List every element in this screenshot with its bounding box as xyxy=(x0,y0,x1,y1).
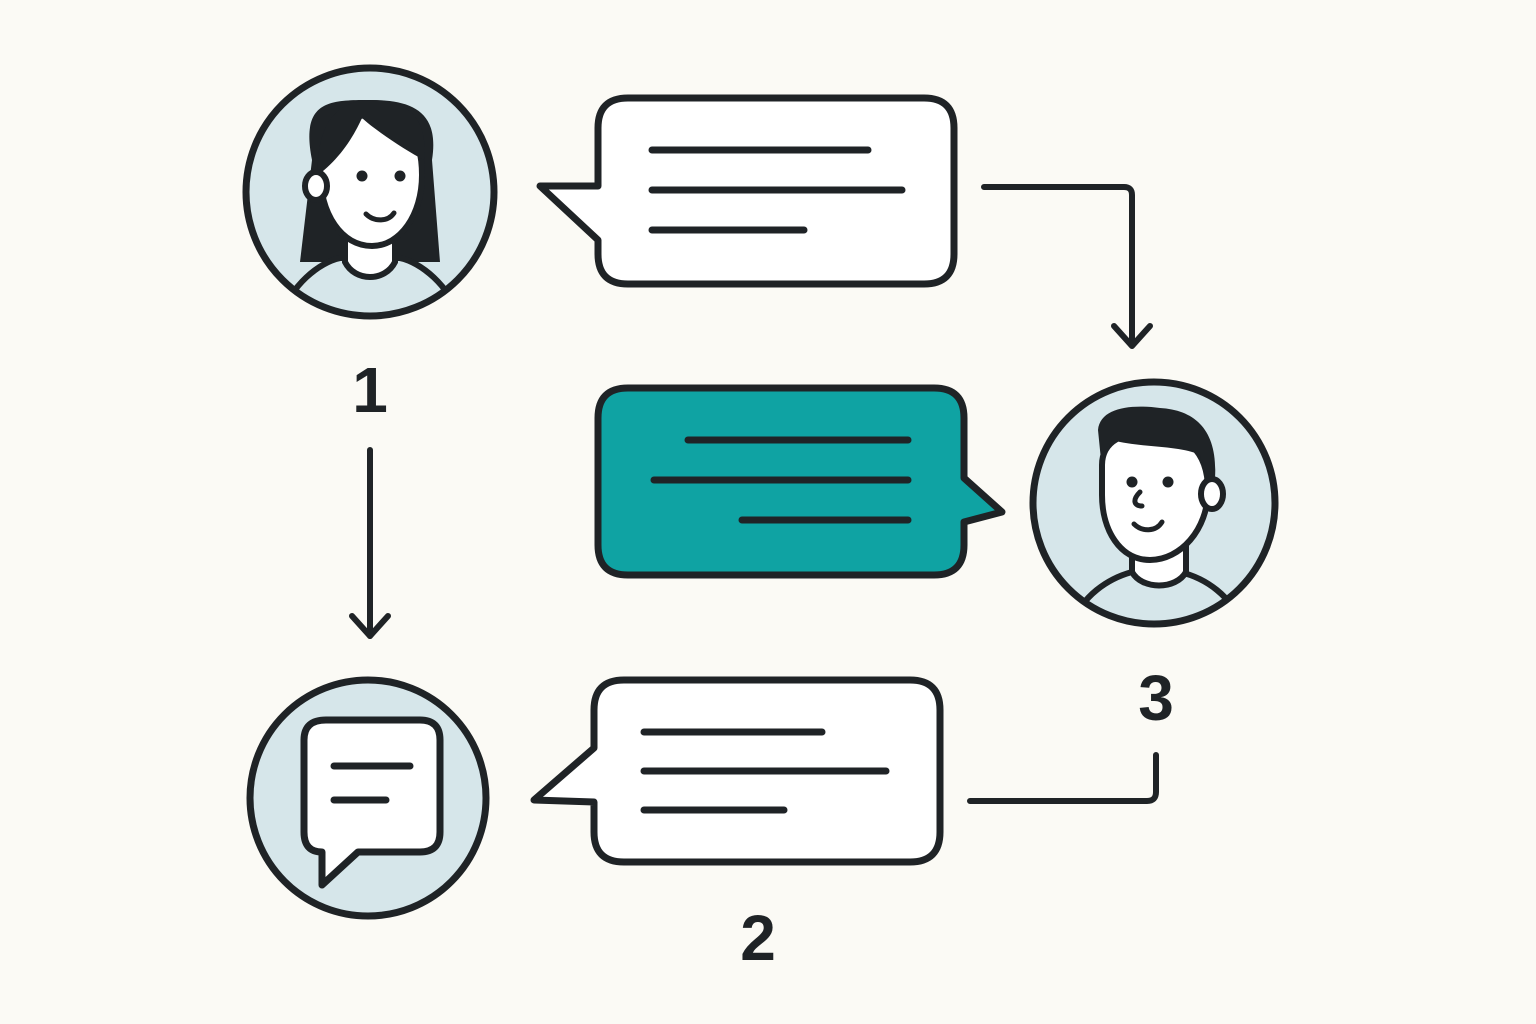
speech-bubble-middle-accent xyxy=(594,384,1006,579)
speech-bubble-bottom xyxy=(530,676,944,866)
speech-bubble-top xyxy=(536,94,958,288)
arrow-top-bubble-to-step3 xyxy=(981,184,1153,349)
man-avatar-icon xyxy=(1029,378,1279,628)
arrow-step1-to-step2 xyxy=(349,447,391,639)
step-1-label: 1 xyxy=(352,354,388,426)
connector-step3-to-bottom-bubble xyxy=(967,752,1159,804)
step-2-label: 2 xyxy=(740,902,776,974)
step-3-label: 3 xyxy=(1138,662,1174,734)
woman-avatar-icon xyxy=(242,64,498,320)
chat-bubble-icon xyxy=(246,676,490,920)
